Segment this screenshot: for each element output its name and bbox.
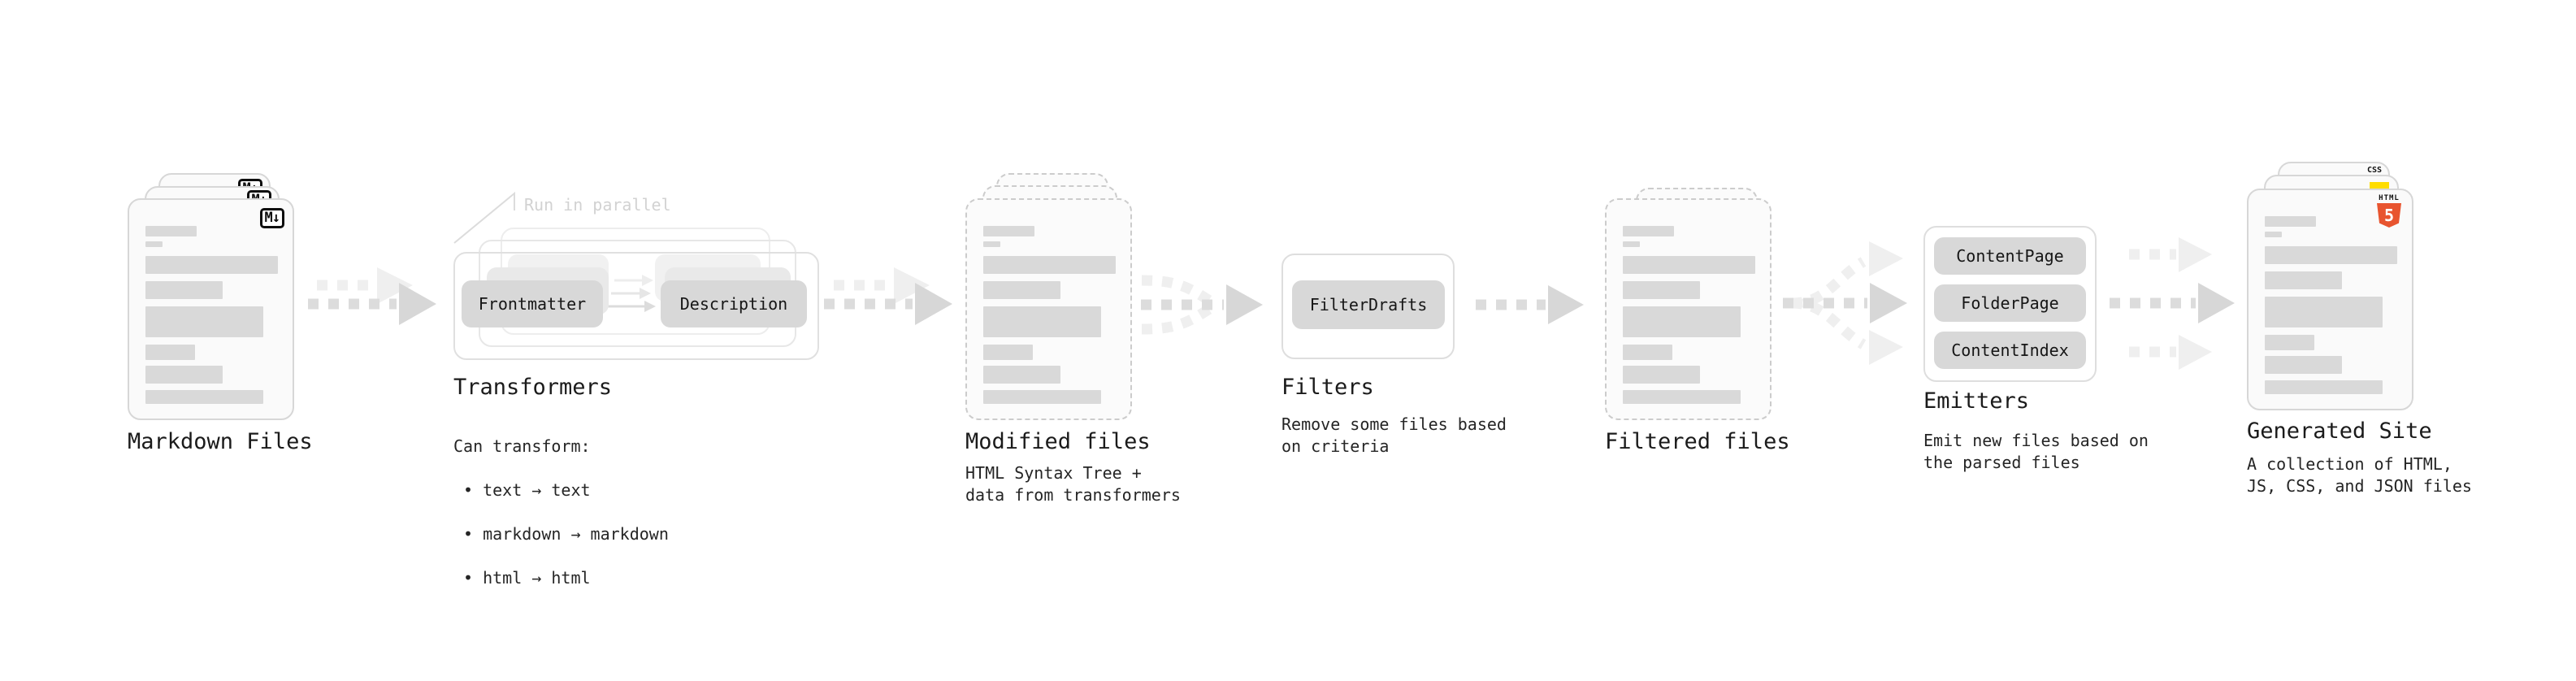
arrow-filters-to-filtered bbox=[1476, 285, 1584, 324]
node-sublabel-filters: Remove some files based on criteria bbox=[1281, 414, 1507, 456]
text-line-bar bbox=[145, 390, 263, 404]
text-line-bar bbox=[983, 345, 1033, 360]
doc-content-skeleton bbox=[1623, 226, 1755, 404]
text-line-bar bbox=[1623, 256, 1755, 274]
text-line-bar bbox=[1623, 366, 1700, 384]
text-line-bar bbox=[2265, 271, 2342, 289]
document-page-front bbox=[965, 198, 1132, 420]
doc-content-skeleton bbox=[2265, 216, 2397, 394]
node-label-generated-site: Generated Site bbox=[2247, 419, 2432, 444]
text-line-bar bbox=[145, 241, 163, 247]
text-line-bar bbox=[1623, 306, 1741, 337]
node-label-filters: Filters bbox=[1281, 375, 1374, 400]
node-sublabel-emitters: Emit new files based on the parsed files bbox=[1923, 431, 2149, 472]
text-line-bar bbox=[1623, 241, 1640, 247]
text-line-bar bbox=[2265, 356, 2342, 374]
doc-content-skeleton bbox=[145, 226, 278, 404]
text-line-bar bbox=[145, 345, 195, 360]
transformer-chip-frontmatter: Frontmatter bbox=[462, 280, 603, 327]
text-line-bar bbox=[2265, 216, 2316, 227]
emitter-chip-contentpage: ContentPage bbox=[1934, 237, 2086, 275]
filter-chip-filterdrafts: FilterDrafts bbox=[1292, 280, 1445, 329]
doc-content-skeleton bbox=[983, 226, 1116, 404]
html5-shield-icon: 5 bbox=[2377, 203, 2401, 228]
text-line-bar bbox=[145, 281, 223, 299]
transform-bullet: • text → text bbox=[463, 480, 591, 500]
text-line-bar bbox=[1623, 345, 1672, 360]
markdown-icon: M↓ bbox=[259, 208, 284, 228]
text-line-bar bbox=[1623, 390, 1741, 404]
arrow-modified-to-filters-merge bbox=[1141, 275, 1263, 335]
transformer-chip-description: Description bbox=[661, 280, 807, 327]
arrow-emitters-to-generated bbox=[2110, 237, 2235, 370]
text-line-bar bbox=[2265, 297, 2383, 327]
arrow-markdown-to-transformers bbox=[308, 267, 436, 325]
node-label-filtered-files: Filtered files bbox=[1605, 429, 1790, 454]
text-line-bar bbox=[983, 226, 1034, 236]
text-line-bar bbox=[2265, 232, 2282, 237]
text-line-bar bbox=[2265, 335, 2314, 350]
text-line-bar bbox=[2265, 246, 2397, 264]
text-line-bar bbox=[983, 281, 1060, 299]
annotation-run-in-parallel: Run in parallel bbox=[524, 195, 671, 215]
emitter-chip-contentindex: ContentIndex bbox=[1934, 332, 2086, 369]
text-line-bar bbox=[1623, 226, 1674, 236]
transformer-frame-front bbox=[453, 252, 819, 360]
node-label-markdown-files: Markdown Files bbox=[128, 429, 313, 454]
transform-bullet: • html → html bbox=[463, 568, 591, 588]
node-sublabel-generated-site: A collection of HTML, JS, CSS, and JSON … bbox=[2247, 454, 2472, 496]
text-line-bar bbox=[145, 366, 223, 384]
transform-bullet: • markdown → markdown bbox=[463, 524, 669, 544]
document-page-front: M↓ bbox=[128, 198, 294, 420]
text-line-bar bbox=[983, 366, 1060, 384]
text-line-bar bbox=[983, 241, 1000, 247]
node-sublabel-transformers: Can transform: • text → text • markdown … bbox=[453, 414, 669, 611]
arrow-filtered-to-emitters-split bbox=[1783, 241, 1907, 365]
text-line-bar bbox=[983, 390, 1101, 404]
document-page-front bbox=[1605, 198, 1772, 420]
transform-body-title: Can transform: bbox=[453, 436, 591, 456]
emitter-chip-folderpage: FolderPage bbox=[1934, 284, 2086, 322]
text-line-bar bbox=[1623, 281, 1700, 299]
node-label-transformers: Transformers bbox=[453, 375, 613, 400]
text-line-bar bbox=[983, 306, 1101, 337]
html5-number: 5 bbox=[2383, 206, 2395, 225]
text-line-bar bbox=[2265, 380, 2383, 394]
text-line-bar bbox=[145, 256, 278, 274]
html5-badge: HTML 5 bbox=[2373, 194, 2405, 228]
text-line-bar bbox=[983, 256, 1116, 274]
node-label-emitters: Emitters bbox=[1923, 388, 2030, 414]
text-line-bar bbox=[145, 226, 197, 236]
node-sublabel-modified-files: HTML Syntax Tree + data from transformer… bbox=[965, 463, 1181, 505]
text-line-bar bbox=[145, 306, 263, 337]
html5-word: HTML bbox=[2379, 194, 2400, 202]
node-label-modified-files: Modified files bbox=[965, 429, 1151, 454]
arrow-transformers-to-modified bbox=[824, 267, 952, 325]
document-page-front: HTML 5 bbox=[2247, 189, 2413, 410]
